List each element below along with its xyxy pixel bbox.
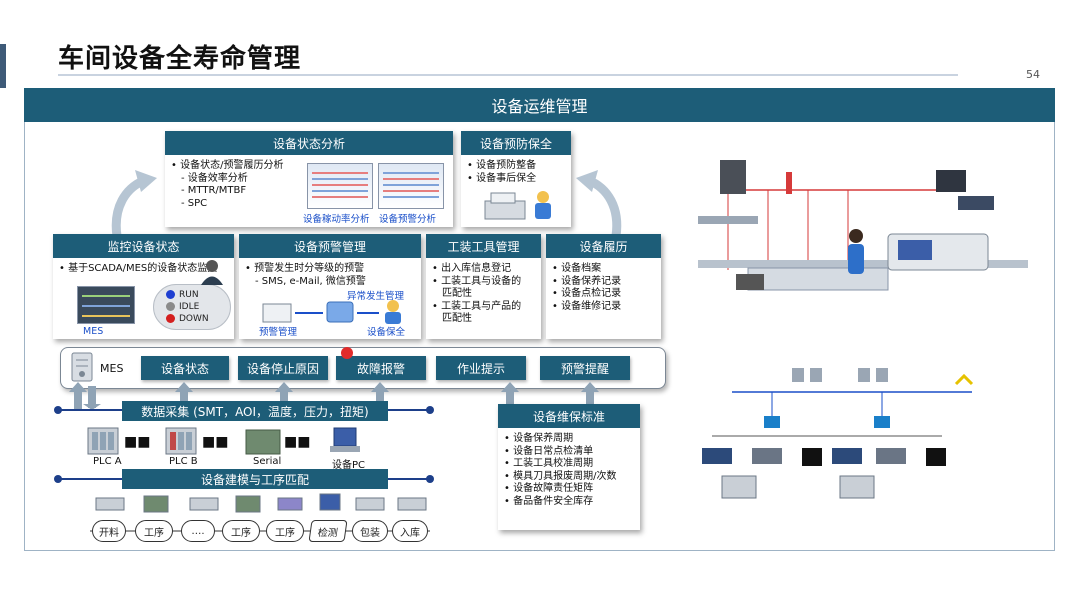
legend-down: DOWN — [166, 313, 230, 325]
status-analysis-box: 设备状态分析 • 设备状态/预警履历分析 - 设备效率分析 - MTTR/MTB… — [165, 131, 453, 227]
process-step: 包装 — [352, 520, 388, 542]
maintenance-standard-item: • 设备故障责任矩阵 — [504, 483, 594, 494]
process-step: 工序 — [222, 520, 260, 542]
preventive-title: 设备预防保全 — [461, 131, 571, 155]
mes-screen-thumbnail — [77, 286, 135, 324]
tooling-item: • 出入库信息登记 — [432, 263, 512, 274]
maintenance-standard-item: • 模具刀具报废周期/次数 — [504, 470, 617, 482]
modeling-bar: 设备建模与工序匹配 — [122, 469, 388, 489]
svg-text:■■: ■■ — [284, 434, 310, 450]
exception-caption: 异常发生管理 — [347, 291, 405, 302]
process-step: 工序 — [135, 520, 173, 542]
tooling-item: 匹配性 — [442, 313, 472, 324]
preventive-maintenance-box: 设备预防保全 • 设备预防整备 • 设备事后保全 — [461, 131, 571, 227]
pill-stop-reason: 设备停止原因 — [238, 356, 328, 380]
history-item: • 设备点检记录 — [552, 288, 622, 299]
history-item: • 设备档案 — [552, 263, 602, 274]
warning-analysis-caption: 设备预警分析 — [379, 214, 437, 225]
device-label-pc: 设备PC — [332, 460, 366, 471]
equipment-maintenance-caption: 设备保全 — [367, 327, 406, 338]
process-step: 入库 — [392, 520, 428, 542]
process-step: 工序 — [266, 520, 304, 542]
device-label-plc-b: PLC B — [169, 456, 198, 467]
device-label-serial: Serial — [253, 456, 282, 467]
mes-caption: MES — [83, 326, 104, 337]
page-number: 54 — [1026, 68, 1040, 81]
history-title: 设备履历 — [546, 234, 661, 258]
monitor-status-box: 监控设备状态 • 基于SCADA/MES的设备状态监控 MES RUN IDLE… — [53, 234, 234, 339]
warning-flow-icons — [262, 300, 401, 324]
maintenance-standard-box: 设备维保标准 • 设备保养周期 • 设备日常点检清单 • 工装工具校准周期 • … — [498, 404, 640, 530]
monitor-title: 监控设备状态 — [53, 234, 234, 258]
status-analysis-item: - 设备效率分析 — [181, 172, 248, 184]
maintenance-standard-item: • 工装工具校准周期 — [504, 458, 594, 469]
mes-label: MES — [100, 362, 124, 375]
svg-text:■■: ■■ — [124, 434, 150, 450]
device-label-plc-a: PLC A — [93, 456, 122, 467]
warning-mgmt-caption: 预警管理 — [259, 327, 298, 338]
process-step: 检测 — [308, 520, 348, 542]
warning-item: • 预警发生时分等级的预警 — [245, 263, 365, 274]
warning-management-box: 设备预警管理 • 预警发生时分等级的预警 - SMS, e-Mail, 微信预警… — [239, 234, 421, 339]
maintenance-standard-item: • 设备日常点检清单 — [504, 445, 594, 457]
equipment-history-box: 设备履历 • 设备档案 • 设备保养记录 • 设备点检记录 • 设备维修记录 — [546, 234, 661, 339]
operator-icon — [201, 260, 223, 285]
status-analysis-item: • 设备状态/预警履历分析 — [171, 160, 284, 171]
curved-arrow-left-icon — [111, 170, 157, 237]
tooling-item: • 工装工具与产品的 — [432, 300, 522, 312]
warning-title: 设备预警管理 — [239, 234, 421, 258]
pill-equipment-status: 设备状态 — [141, 356, 229, 380]
tooling-title: 工装工具管理 — [426, 234, 541, 258]
maintenance-machine-icon — [484, 191, 551, 220]
warning-item: - SMS, e-Mail, 微信预警 — [255, 275, 366, 287]
pill-warning-reminder: 预警提醒 — [540, 356, 630, 380]
maintenance-standard-item: • 备品备件安全库存 — [504, 495, 594, 507]
process-step: …. — [181, 520, 215, 542]
tooling-item: • 工装工具与设备的 — [432, 275, 522, 287]
process-machine-icons — [95, 493, 427, 513]
history-item: • 设备保养记录 — [552, 275, 622, 287]
history-item: • 设备维修记录 — [552, 300, 622, 312]
pill-fault-alarm: 故障报警 — [336, 356, 426, 380]
server-icon — [71, 352, 93, 382]
utilization-chart-thumbnail — [307, 163, 373, 209]
maintenance-standard-item: • 设备保养周期 — [504, 433, 574, 444]
status-analysis-item: - SPC — [181, 197, 208, 209]
status-legend: RUN IDLE DOWN — [153, 284, 231, 330]
network-topology-illustration — [702, 368, 974, 499]
tooling-item: 匹配性 — [442, 288, 472, 299]
utilization-caption: 设备稼动率分析 — [303, 214, 370, 225]
legend-idle: IDLE — [166, 301, 230, 313]
main-header: 设备运维管理 — [24, 88, 1055, 122]
device-icons: ■■ ■■ ■■ — [87, 427, 360, 455]
process-step: 开料 — [92, 520, 126, 542]
shop-floor-illustration — [698, 160, 1028, 291]
monitor-item: • 基于SCADA/MES的设备状态监控 — [59, 263, 218, 274]
page-title: 车间设备全寿命管理 — [58, 44, 302, 74]
warning-chart-thumbnail — [378, 163, 444, 209]
curved-arrow-right-icon — [576, 170, 622, 237]
tooling-management-box: 工装工具管理 • 出入库信息登记 • 工装工具与设备的 匹配性 • 工装工具与产… — [426, 234, 541, 339]
data-collection-bar: 数据采集 (SMT，AOI，温度，压力，扭矩) — [122, 401, 388, 421]
title-accent-bar — [0, 44, 6, 88]
preventive-item: • 设备事后保全 — [467, 172, 537, 184]
title-divider — [58, 74, 958, 76]
svg-text:■■: ■■ — [202, 434, 228, 450]
upward-arrows — [69, 382, 599, 410]
preventive-item: • 设备预防整备 — [467, 160, 537, 171]
status-analysis-title: 设备状态分析 — [165, 131, 453, 155]
maintenance-standard-title: 设备维保标准 — [498, 404, 640, 428]
status-analysis-item: - MTTR/MTBF — [181, 185, 247, 196]
alarm-light-icon — [341, 347, 353, 359]
pill-work-instruction: 作业提示 — [436, 356, 526, 380]
legend-run: RUN — [166, 289, 230, 301]
